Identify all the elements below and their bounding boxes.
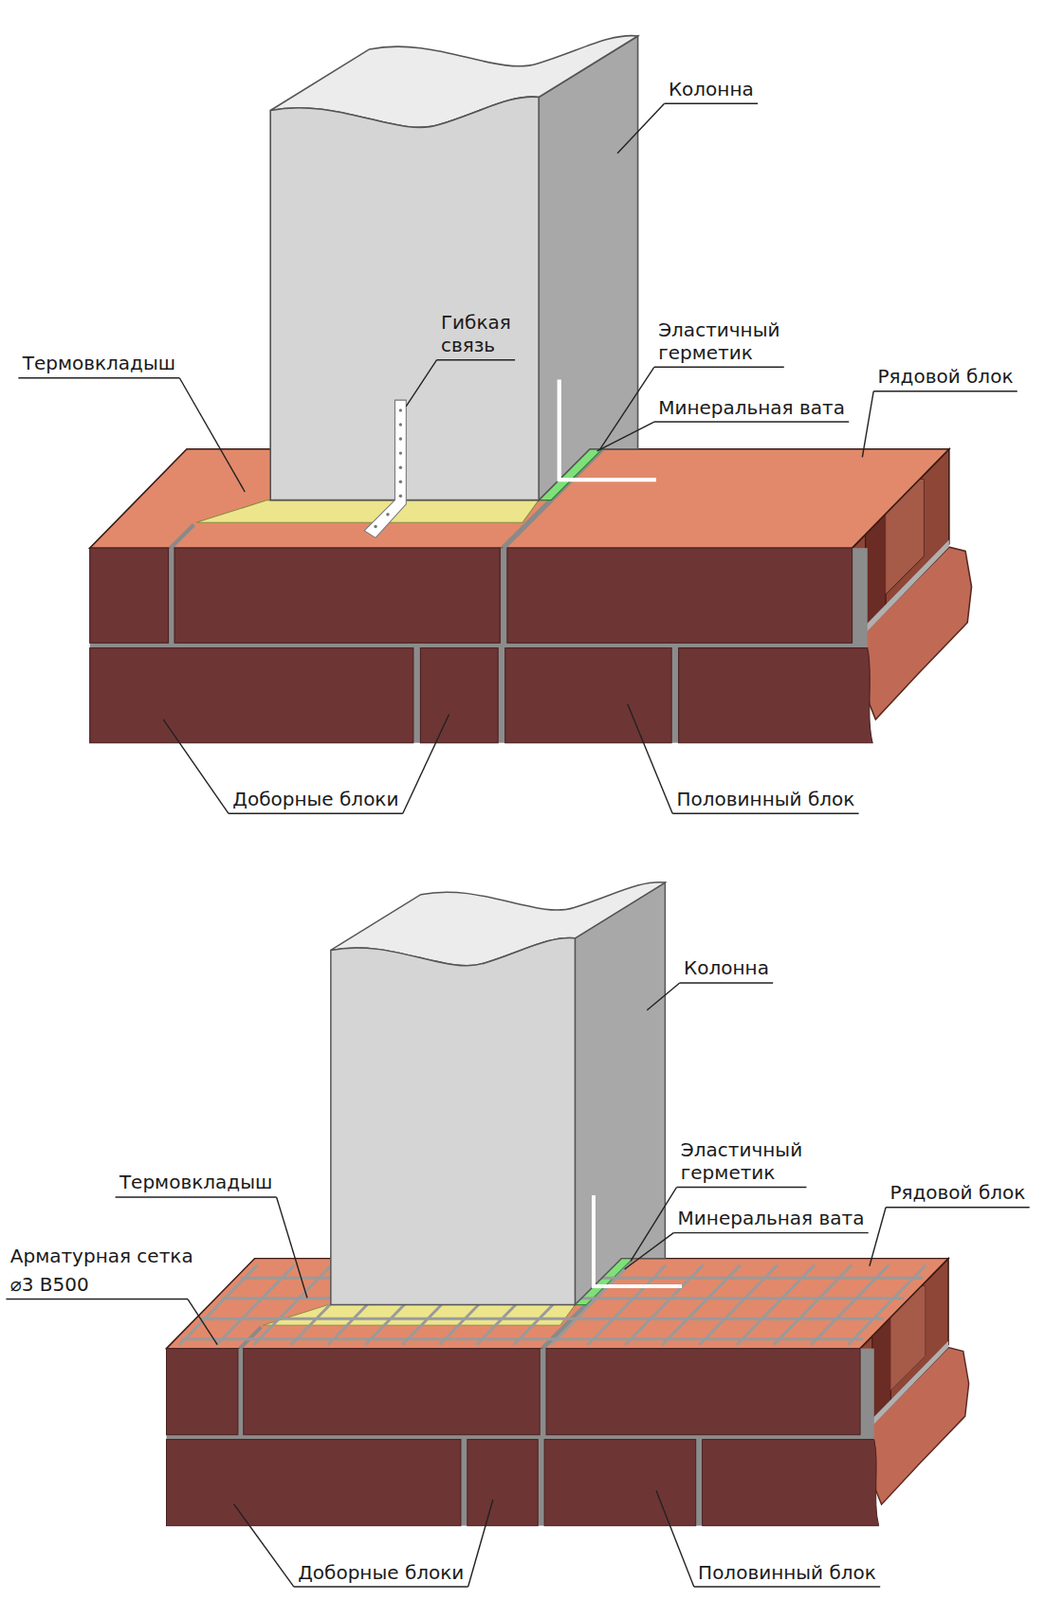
flexible-tie (364, 400, 406, 538)
label-underline (228, 813, 404, 815)
label-underline (885, 1207, 1030, 1209)
label-underline (18, 377, 180, 379)
part-label: Термовкладыш (22, 351, 176, 375)
part-label: Половинный блок (697, 1561, 877, 1585)
leader-line (187, 1300, 218, 1346)
part-label: Колонна (683, 956, 770, 980)
part-label: Эластичный герметик (658, 318, 780, 365)
leader-line (869, 1208, 886, 1267)
leader-line (630, 1188, 677, 1263)
leader-line (179, 378, 245, 493)
label-underline (672, 813, 859, 815)
figure-tie (90, 36, 972, 744)
label-underline (673, 1232, 868, 1234)
part-label: Термовкладыш (119, 1171, 273, 1194)
part-label: Рядовой блок (889, 1181, 1026, 1205)
leader-line (405, 360, 437, 407)
leader-line (627, 704, 673, 814)
leader-line (646, 983, 679, 1011)
figure-mesh (166, 882, 970, 1527)
leader-line (403, 715, 450, 815)
label-underline (654, 366, 785, 368)
part-label: Гибкая связь (440, 311, 512, 357)
label-underline (694, 1586, 880, 1588)
leader-line (468, 1500, 494, 1588)
label-underline (115, 1196, 277, 1198)
leader-line (597, 421, 655, 452)
part-label: ⌀3 В500 (10, 1273, 90, 1297)
part-label: Доборные блоки (232, 788, 399, 811)
leader-line (163, 719, 229, 814)
label-underline (664, 103, 758, 105)
label-underline (5, 1299, 188, 1301)
leader-line (600, 366, 655, 450)
label-underline (654, 421, 849, 422)
leader-line (276, 1197, 308, 1299)
part-label: Арматурная сетка (10, 1245, 194, 1268)
label-underline (437, 359, 516, 361)
tie-holes (373, 408, 403, 529)
part-label: Минеральная вата (658, 396, 845, 420)
leader-line (233, 1504, 294, 1588)
part-label: Минеральная вата (678, 1207, 865, 1230)
tie-plate (364, 400, 406, 538)
label-underline (679, 982, 773, 984)
part-label: Половинный блок (677, 788, 856, 811)
label-underline (873, 390, 1018, 392)
leader-line (656, 1491, 695, 1588)
label-underline (676, 1187, 807, 1189)
part-label: Доборные блоки (297, 1561, 464, 1585)
leader-lines (5, 103, 1029, 1588)
leader-line (617, 103, 665, 153)
leader-line (624, 1233, 675, 1270)
column-and-faces (166, 882, 880, 1527)
part-label: Рядовой блок (878, 365, 1014, 388)
column-and-faces (90, 36, 873, 744)
leader-line (861, 391, 874, 459)
part-label: Колонна (668, 77, 754, 101)
label-underline (293, 1586, 469, 1588)
part-label: Эластичный герметик (680, 1138, 803, 1185)
